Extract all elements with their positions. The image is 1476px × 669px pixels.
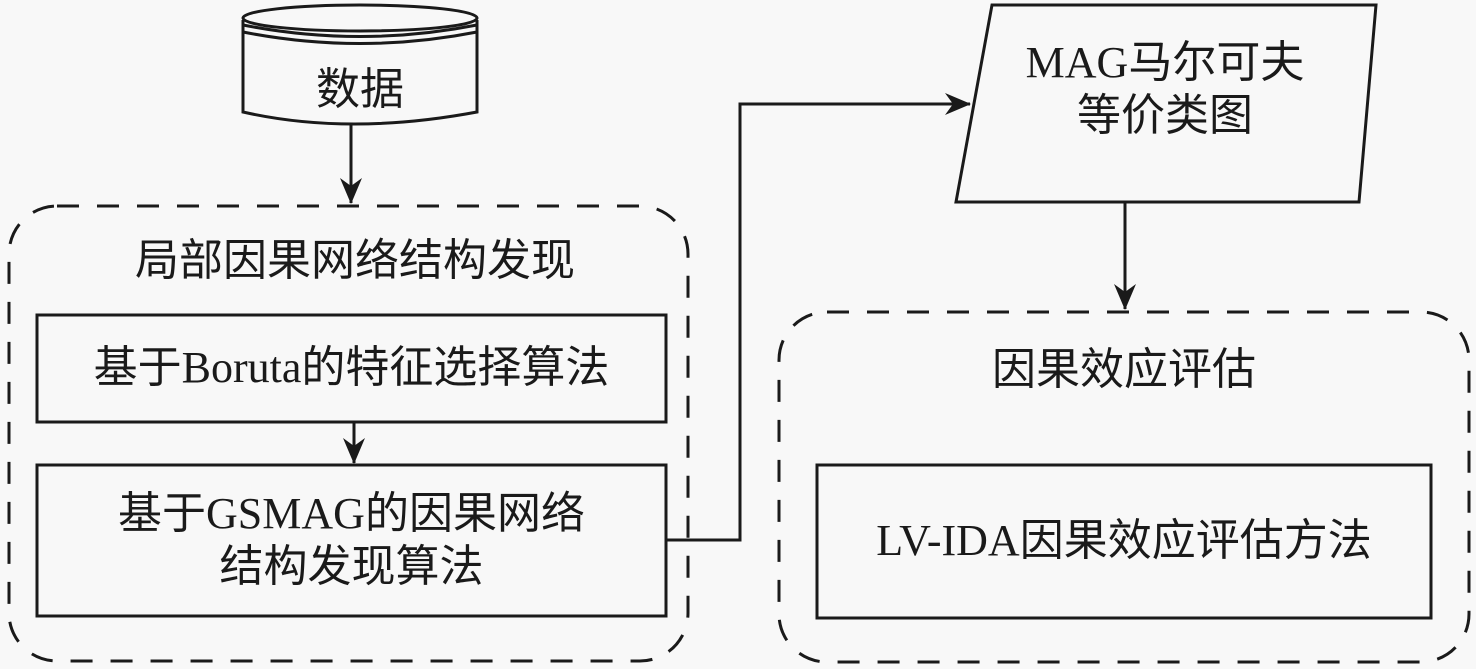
data-cylinder <box>241 3 479 126</box>
effect-group-border <box>777 310 1471 664</box>
local-discovery-group-border <box>7 204 690 663</box>
edge-gsmag-to-mag <box>666 93 971 542</box>
lvida-label: LV-IDA因果效应评估方法 <box>876 516 1372 566</box>
mag-markov-parallelogram <box>954 3 1378 204</box>
boruta-label: 基于Boruta的特征选择算法 <box>93 343 610 393</box>
lvida-box <box>815 463 1433 620</box>
mag-markov-label: MAG马尔可夫 等价类图 <box>1025 38 1305 140</box>
data-label: 数据 <box>316 64 404 114</box>
boruta-box <box>35 313 668 424</box>
gsmag-label: 基于GSMAG的因果网络 结构发现算法 <box>118 488 585 591</box>
local-discovery-group-title: 局部因果网络结构发现 <box>135 235 575 285</box>
effect-group-title: 因果效应评估 <box>992 344 1256 394</box>
